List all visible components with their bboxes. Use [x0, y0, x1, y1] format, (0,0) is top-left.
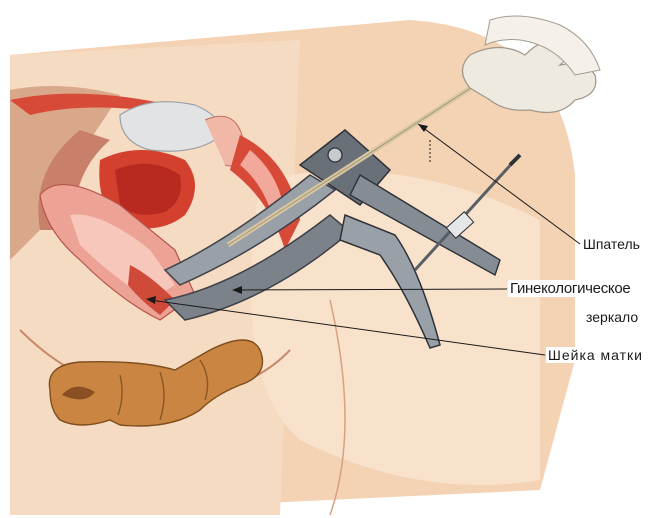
speculum-label-line1: Гинекологическое	[508, 280, 632, 297]
spatula-label: Шпатель	[581, 236, 642, 252]
speculum-label-line2: зеркало	[584, 309, 640, 325]
cervix-label: Шейка матки	[546, 347, 645, 363]
